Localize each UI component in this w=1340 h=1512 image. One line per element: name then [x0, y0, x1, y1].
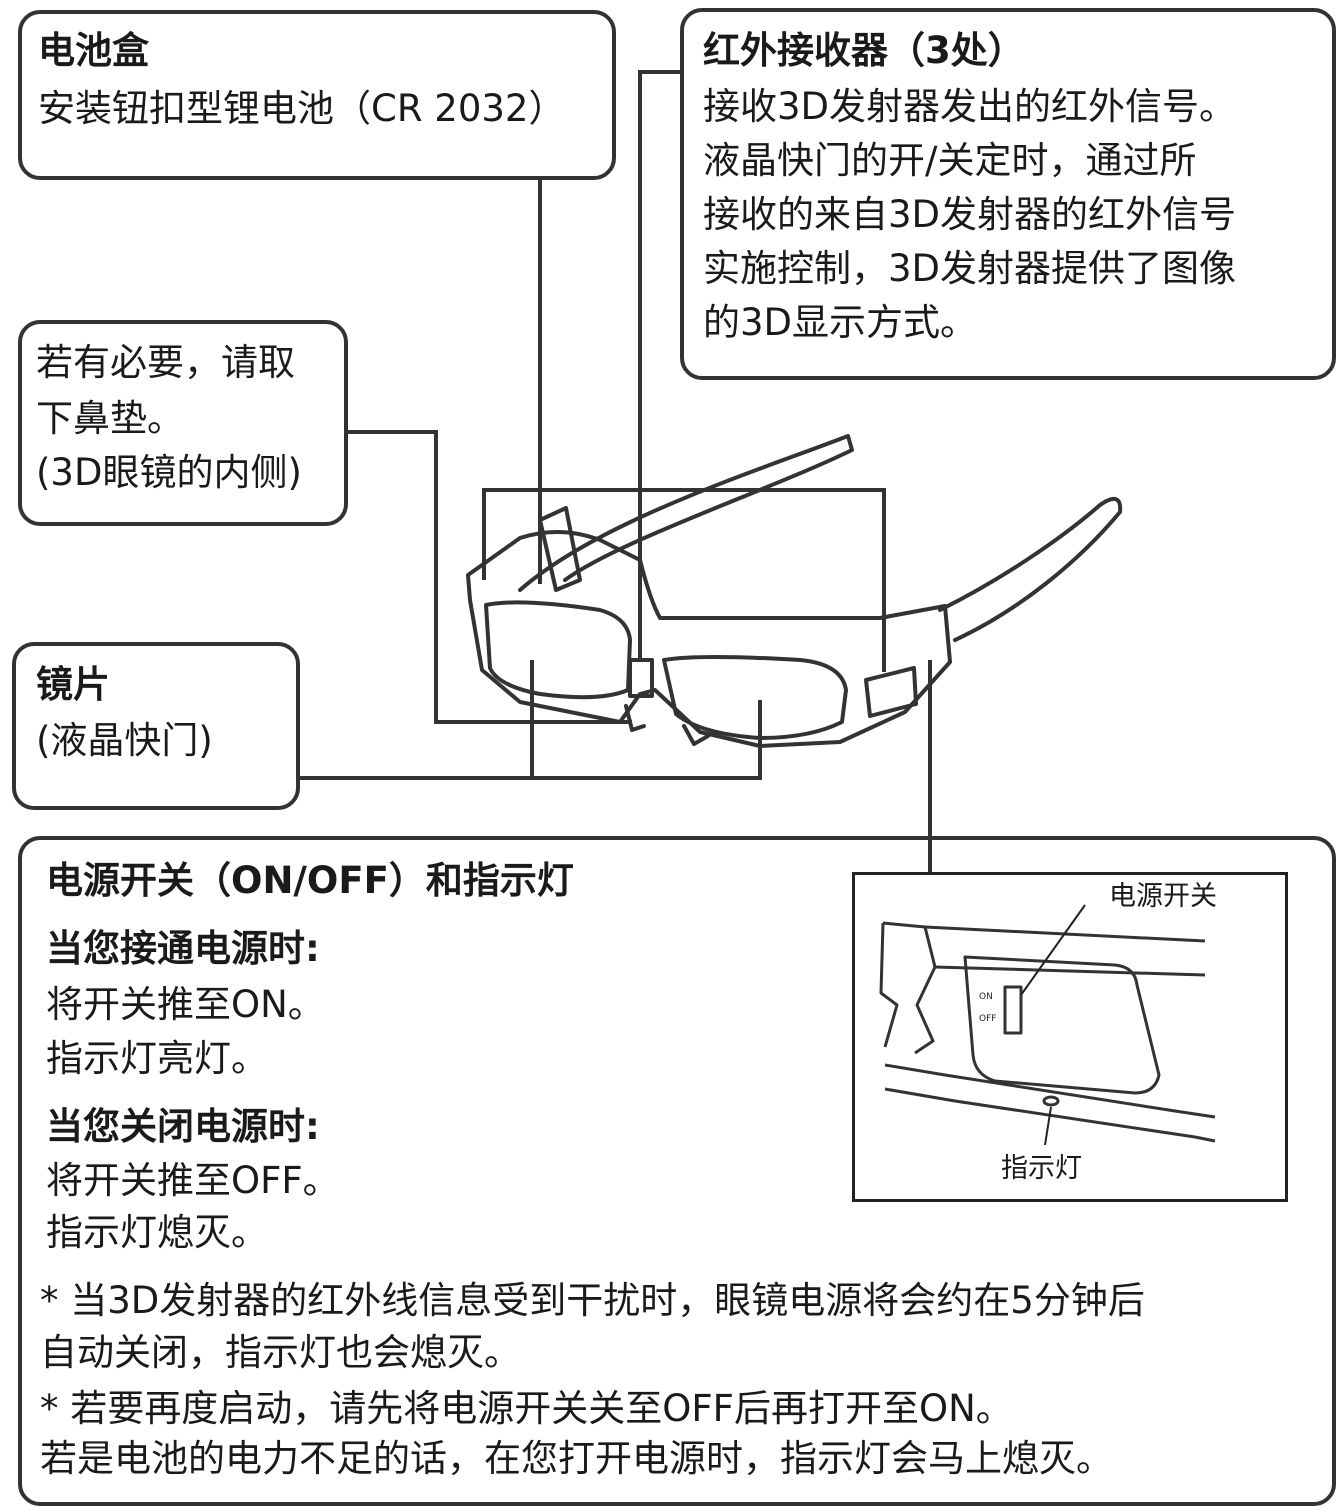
power-switch-icon — [1003, 985, 1023, 1035]
indicator-icon — [1042, 1095, 1060, 1107]
nose-pad-line: 下鼻垫。 — [36, 397, 184, 440]
lens-leader-right — [532, 700, 762, 780]
switch-pointer — [1020, 904, 1086, 996]
power-off-heading: 当您关闭电源时: — [46, 1105, 320, 1148]
nose-pad-line: 若有必要，请取 — [36, 341, 295, 384]
ir-receiver-line: 实施控制，3D发射器提供了图像 — [703, 247, 1237, 290]
ir-receiver-line: 的3D显示方式。 — [703, 301, 978, 344]
switch-panel — [963, 955, 1161, 1095]
lens-title: 镜片 — [36, 663, 110, 706]
power-switch-inset: ON OFF 电源开关 指示灯 — [852, 872, 1288, 1202]
switch-off-mark: OFF — [979, 1014, 996, 1024]
power-off-line: 指示灯熄灭。 — [46, 1211, 268, 1254]
power-on-line: 将开关推至ON。 — [46, 983, 325, 1026]
nose-pad — [682, 724, 710, 746]
battery-callout — [18, 10, 616, 180]
lens-subtitle: (液晶快门) — [36, 719, 213, 762]
power-note-line: 自动关闭，指示灯也会熄灭。 — [40, 1331, 521, 1374]
nose-pad — [624, 704, 646, 732]
ir-receiver-side — [864, 666, 918, 718]
battery-description: 安装钮扣型锂电池（CR 2032） — [38, 87, 566, 130]
ir-receiver-title: 红外接收器（3处） — [703, 29, 1025, 72]
indicator-pointer — [1044, 1106, 1052, 1146]
inset-indicator-label: 指示灯 — [1001, 1153, 1082, 1184]
power-on-line: 指示灯亮灯。 — [46, 1037, 268, 1080]
power-note-line: * 若要再度启动，请先将电源开关关至OFF后再打开至ON。 — [40, 1387, 1013, 1430]
power-note-line: 若是电池的电力不足的话，在您打开电源时，指示灯会马上熄灭。 — [40, 1437, 1113, 1480]
battery-title: 电池盒 — [38, 29, 149, 72]
switch-on-mark: ON — [979, 992, 993, 1002]
nose-pad-callout — [18, 320, 348, 526]
power-on-heading: 当您接通电源时: — [46, 927, 320, 970]
battery-box — [538, 506, 582, 592]
nose-pad-line: (3D眼镜的内侧) — [36, 451, 302, 494]
power-title: 电源开关（ON/OFF）和指示灯 — [46, 859, 574, 902]
ir-receiver-callout — [680, 8, 1336, 380]
power-off-line: 将开关推至OFF。 — [46, 1159, 340, 1202]
lens-callout — [12, 642, 300, 810]
ir-leader-top — [482, 488, 886, 672]
glasses-frame — [466, 530, 952, 748]
right-lens — [662, 655, 848, 740]
ir-receiver-line: 接收的来自3D发射器的红外信号 — [703, 193, 1237, 236]
ir-receiver-line: 接收3D发射器发出的红外信号。 — [703, 85, 1237, 128]
temple-arm-left — [518, 434, 854, 592]
power-switch-closeup: ON OFF — [879, 904, 1216, 1146]
left-lens — [484, 600, 632, 700]
inset-switch-label: 电源开关 — [1109, 881, 1217, 912]
ir-receiver-line: 液晶快门的开/关定时，通过所 — [703, 139, 1197, 182]
temple-arm-right — [938, 496, 1123, 642]
ir-leader-bridge — [638, 70, 680, 662]
power-note-line: * 当3D发射器的红外线信息受到干扰时，眼镜电源将会约在5分钟后 — [40, 1279, 1145, 1322]
